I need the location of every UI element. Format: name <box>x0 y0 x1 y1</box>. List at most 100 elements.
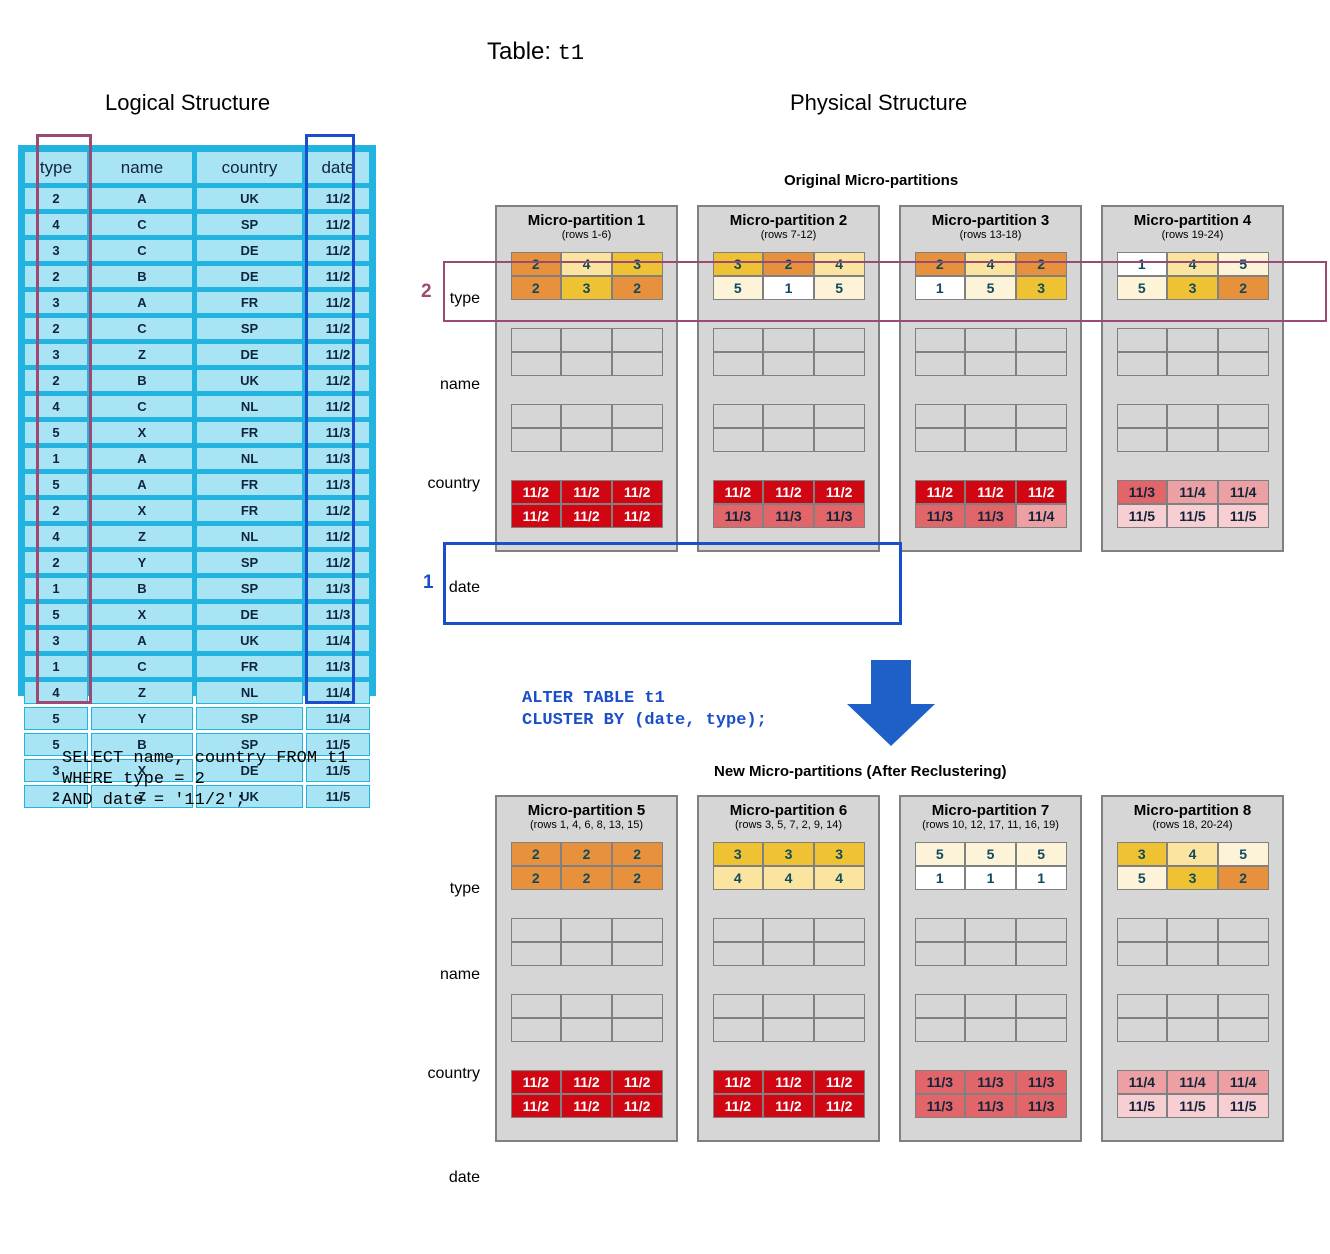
partition-cell-type: 2 <box>1015 252 1067 276</box>
logical-cell-type: 3 <box>24 629 88 652</box>
partition-cell-country <box>965 428 1016 452</box>
partition-cell-date: 11/3 <box>965 1070 1016 1094</box>
logical-cell-name: B <box>91 733 193 756</box>
logical-cell-type: 4 <box>24 525 88 548</box>
logical-cell-type: 1 <box>24 577 88 600</box>
row-label-date: date <box>448 579 480 596</box>
partition-cell-row <box>1116 942 1269 966</box>
micropartition-8-rows-label: (rows 18, 20-24) <box>1152 819 1233 831</box>
partition-cell-name <box>712 352 764 376</box>
logical-cell-date: 11/5 <box>306 759 370 782</box>
partition-cell-date: 11/5 <box>1217 504 1269 528</box>
logical-cell-country: UK <box>196 369 303 392</box>
partition-cell-name <box>1015 328 1067 352</box>
partition-cell-country <box>1217 428 1269 452</box>
partition-cell-type: 4 <box>1167 842 1218 866</box>
partition-cell-row <box>712 994 865 1018</box>
micropartition-5-name-block <box>497 896 676 972</box>
partition-cell-name <box>1116 942 1168 966</box>
partition-cell-row <box>510 1018 663 1042</box>
logical-column-header-type: type <box>24 151 88 184</box>
micropartition-2-header: Micro-partition 2(rows 7-12) <box>699 207 878 246</box>
partition-cell-name <box>965 918 1016 942</box>
logical-cell-name: X <box>91 759 193 782</box>
partition-cell-date: 11/3 <box>914 1070 966 1094</box>
partition-cell-country <box>813 404 865 428</box>
micropartition-4-title: Micro-partition 4 <box>1133 212 1252 229</box>
logical-cell-type: 5 <box>24 733 88 756</box>
partition-cell-type: 4 <box>813 866 865 890</box>
micropartition-5-title: Micro-partition 5 <box>527 802 646 819</box>
micropartition-6-country-block <box>699 972 878 1048</box>
partition-cell-row <box>712 352 865 376</box>
logical-cell-type: 3 <box>24 343 88 366</box>
partition-cell-name <box>965 352 1016 376</box>
partition-cell-type: 4 <box>763 866 814 890</box>
partition-cell-row <box>510 404 663 428</box>
partition-cell-name <box>510 942 562 966</box>
micropartition-6: Micro-partition 6(rows 3, 5, 7, 2, 9, 14… <box>697 795 880 1142</box>
partition-cell-date: 11/2 <box>763 480 814 504</box>
partition-cell-country <box>561 1018 612 1042</box>
logical-cell-name: C <box>91 213 193 236</box>
partition-cell-type: 2 <box>561 842 612 866</box>
partition-cell-country <box>510 1018 562 1042</box>
partition-cell-type: 1 <box>965 866 1016 890</box>
partition-cell-name <box>712 942 764 966</box>
partition-cell-date: 11/4 <box>1217 1070 1269 1094</box>
partition-cell-row <box>510 328 663 352</box>
partition-cell-country <box>914 1018 966 1042</box>
row-label-type: type <box>449 290 480 307</box>
logical-cell-date: 11/5 <box>306 733 370 756</box>
partition-cell-date: 11/2 <box>813 480 865 504</box>
micropartition-8-country-block <box>1103 972 1282 1048</box>
partition-cell-name <box>611 942 663 966</box>
partition-cell-type: 5 <box>813 276 865 300</box>
logical-cell-country: SP <box>196 707 303 730</box>
partition-cell-row <box>914 1018 1067 1042</box>
partition-cell-country <box>813 428 865 452</box>
partition-cell-name <box>510 918 562 942</box>
original-date-highlight-number: 1 <box>423 572 434 593</box>
partition-cell-name <box>1015 918 1067 942</box>
partition-cell-country <box>1167 1018 1218 1042</box>
partition-cell-row <box>914 404 1067 428</box>
partition-cell-name <box>763 942 814 966</box>
partition-cell-date: 11/2 <box>813 1094 865 1118</box>
logical-cell-type: 2 <box>24 785 88 808</box>
micropartition-1-rows-label: (rows 1-6) <box>561 229 612 241</box>
partition-cell-date: 11/5 <box>1167 1094 1218 1118</box>
partition-cell-type: 3 <box>561 276 612 300</box>
logical-cell-type: 4 <box>24 395 88 418</box>
logical-cell-type: 1 <box>24 655 88 678</box>
row-label-name: name <box>439 376 480 393</box>
partition-cell-name <box>1217 352 1269 376</box>
logical-cell-country: FR <box>196 473 303 496</box>
micropartition-3-rows-label: (rows 13-18) <box>959 229 1022 241</box>
partition-cell-name <box>1116 352 1168 376</box>
partition-cell-name <box>561 918 612 942</box>
micropartition-3-country-block <box>901 382 1080 458</box>
logical-date-column-highlight <box>305 134 355 704</box>
partition-cell-country <box>1167 428 1218 452</box>
partition-cell-type: 4 <box>712 866 764 890</box>
partition-cell-row <box>914 352 1067 376</box>
logical-cell-country: NL <box>196 681 303 704</box>
partition-cell-type: 4 <box>965 252 1016 276</box>
